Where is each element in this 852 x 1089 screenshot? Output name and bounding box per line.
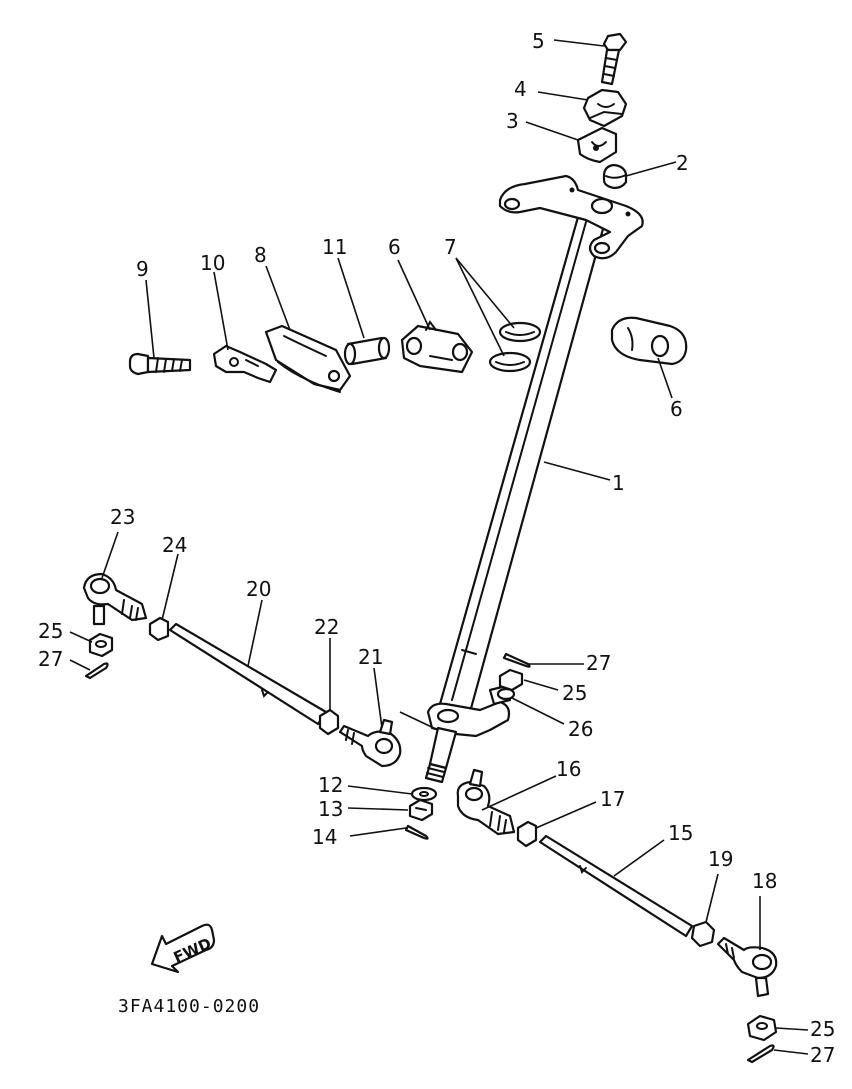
callout-24: 24	[162, 533, 187, 557]
callout-18: 18	[752, 869, 777, 893]
steering-column-part	[438, 208, 608, 714]
tie-rod-end-center-left-part	[338, 718, 402, 768]
callout-13: 13	[318, 797, 343, 821]
callout-3: 3	[506, 109, 519, 133]
bushing-left-part	[400, 320, 474, 374]
locknut-right-outer-part	[690, 920, 716, 948]
locknut-right-part	[516, 820, 538, 848]
callout-21: 21	[358, 645, 383, 669]
callout-27-left: 27	[38, 647, 63, 671]
callout-5: 5	[532, 29, 545, 53]
cotter-pin-left-part	[84, 662, 109, 680]
cotter-pin-bottom-right-part	[746, 1044, 775, 1064]
castle-nut-part	[408, 798, 434, 822]
castle-nut-bottom-right-part	[746, 1014, 778, 1042]
callout-17: 17	[600, 787, 625, 811]
tie-rod-left-part	[168, 622, 328, 726]
callout-10: 10	[200, 251, 225, 275]
callout-12: 12	[318, 773, 343, 797]
upper-bracket-part	[498, 174, 644, 260]
callout-16: 16	[556, 757, 581, 781]
tie-rod-right-part	[538, 834, 694, 938]
lock-washer-part	[212, 344, 278, 384]
leader-lines	[69, 39, 809, 1055]
tie-rod-end-right-part	[456, 768, 516, 836]
callout-23: 23	[110, 505, 135, 529]
callout-6-left: 6	[388, 235, 401, 259]
cotter-pin-center-part	[404, 824, 429, 840]
callout-4: 4	[514, 77, 527, 101]
bushing-half-right-part	[610, 316, 688, 366]
washer-part	[410, 786, 438, 802]
castle-nut-pitman-part	[498, 668, 524, 692]
callout-2: 2	[676, 151, 689, 175]
collar-pair-part	[488, 321, 542, 373]
callout-8: 8	[254, 243, 267, 267]
callout-25-left: 25	[38, 619, 63, 643]
callout-27-right: 27	[810, 1043, 835, 1067]
tie-rod-end-left-part	[82, 572, 148, 626]
top-bolt-part	[600, 32, 628, 86]
cotter-pin-pitman-part	[502, 652, 531, 668]
fwd-arrow-icon: FWD	[150, 923, 216, 974]
pitman-arm-part	[424, 684, 512, 784]
callout-labels: 5 4 3 2 1 7 6 6 11 8 10 9 23 24 20 22 21…	[38, 29, 835, 1067]
bracket-bolt-part	[128, 352, 192, 376]
callout-14: 14	[312, 825, 337, 849]
plug-part	[602, 163, 628, 190]
callout-26: 26	[568, 717, 593, 741]
callout-19: 19	[708, 847, 733, 871]
lock-plate-part	[264, 324, 352, 393]
upper-holder-part	[582, 88, 628, 128]
callout-6-right: 6	[670, 397, 683, 421]
lower-holder-part	[576, 126, 618, 164]
callout-20: 20	[246, 577, 271, 601]
callout-25-right: 25	[810, 1017, 835, 1041]
callout-15: 15	[668, 821, 693, 845]
callout-7: 7	[444, 235, 457, 259]
callout-25-center: 25	[562, 681, 587, 705]
callout-11: 11	[322, 235, 347, 259]
tie-rod-end-outer-right-part	[716, 936, 778, 998]
locknut-center-left-part	[318, 708, 340, 736]
castle-nut-left-part	[88, 632, 114, 658]
callout-27-center: 27	[586, 651, 611, 675]
callout-1: 1	[612, 471, 625, 495]
callout-9: 9	[136, 257, 149, 281]
diagram-code: 3FA4100-0200	[118, 996, 260, 1017]
collar-part	[343, 336, 391, 366]
locknut-left-part	[148, 616, 170, 642]
callout-22: 22	[314, 615, 339, 639]
